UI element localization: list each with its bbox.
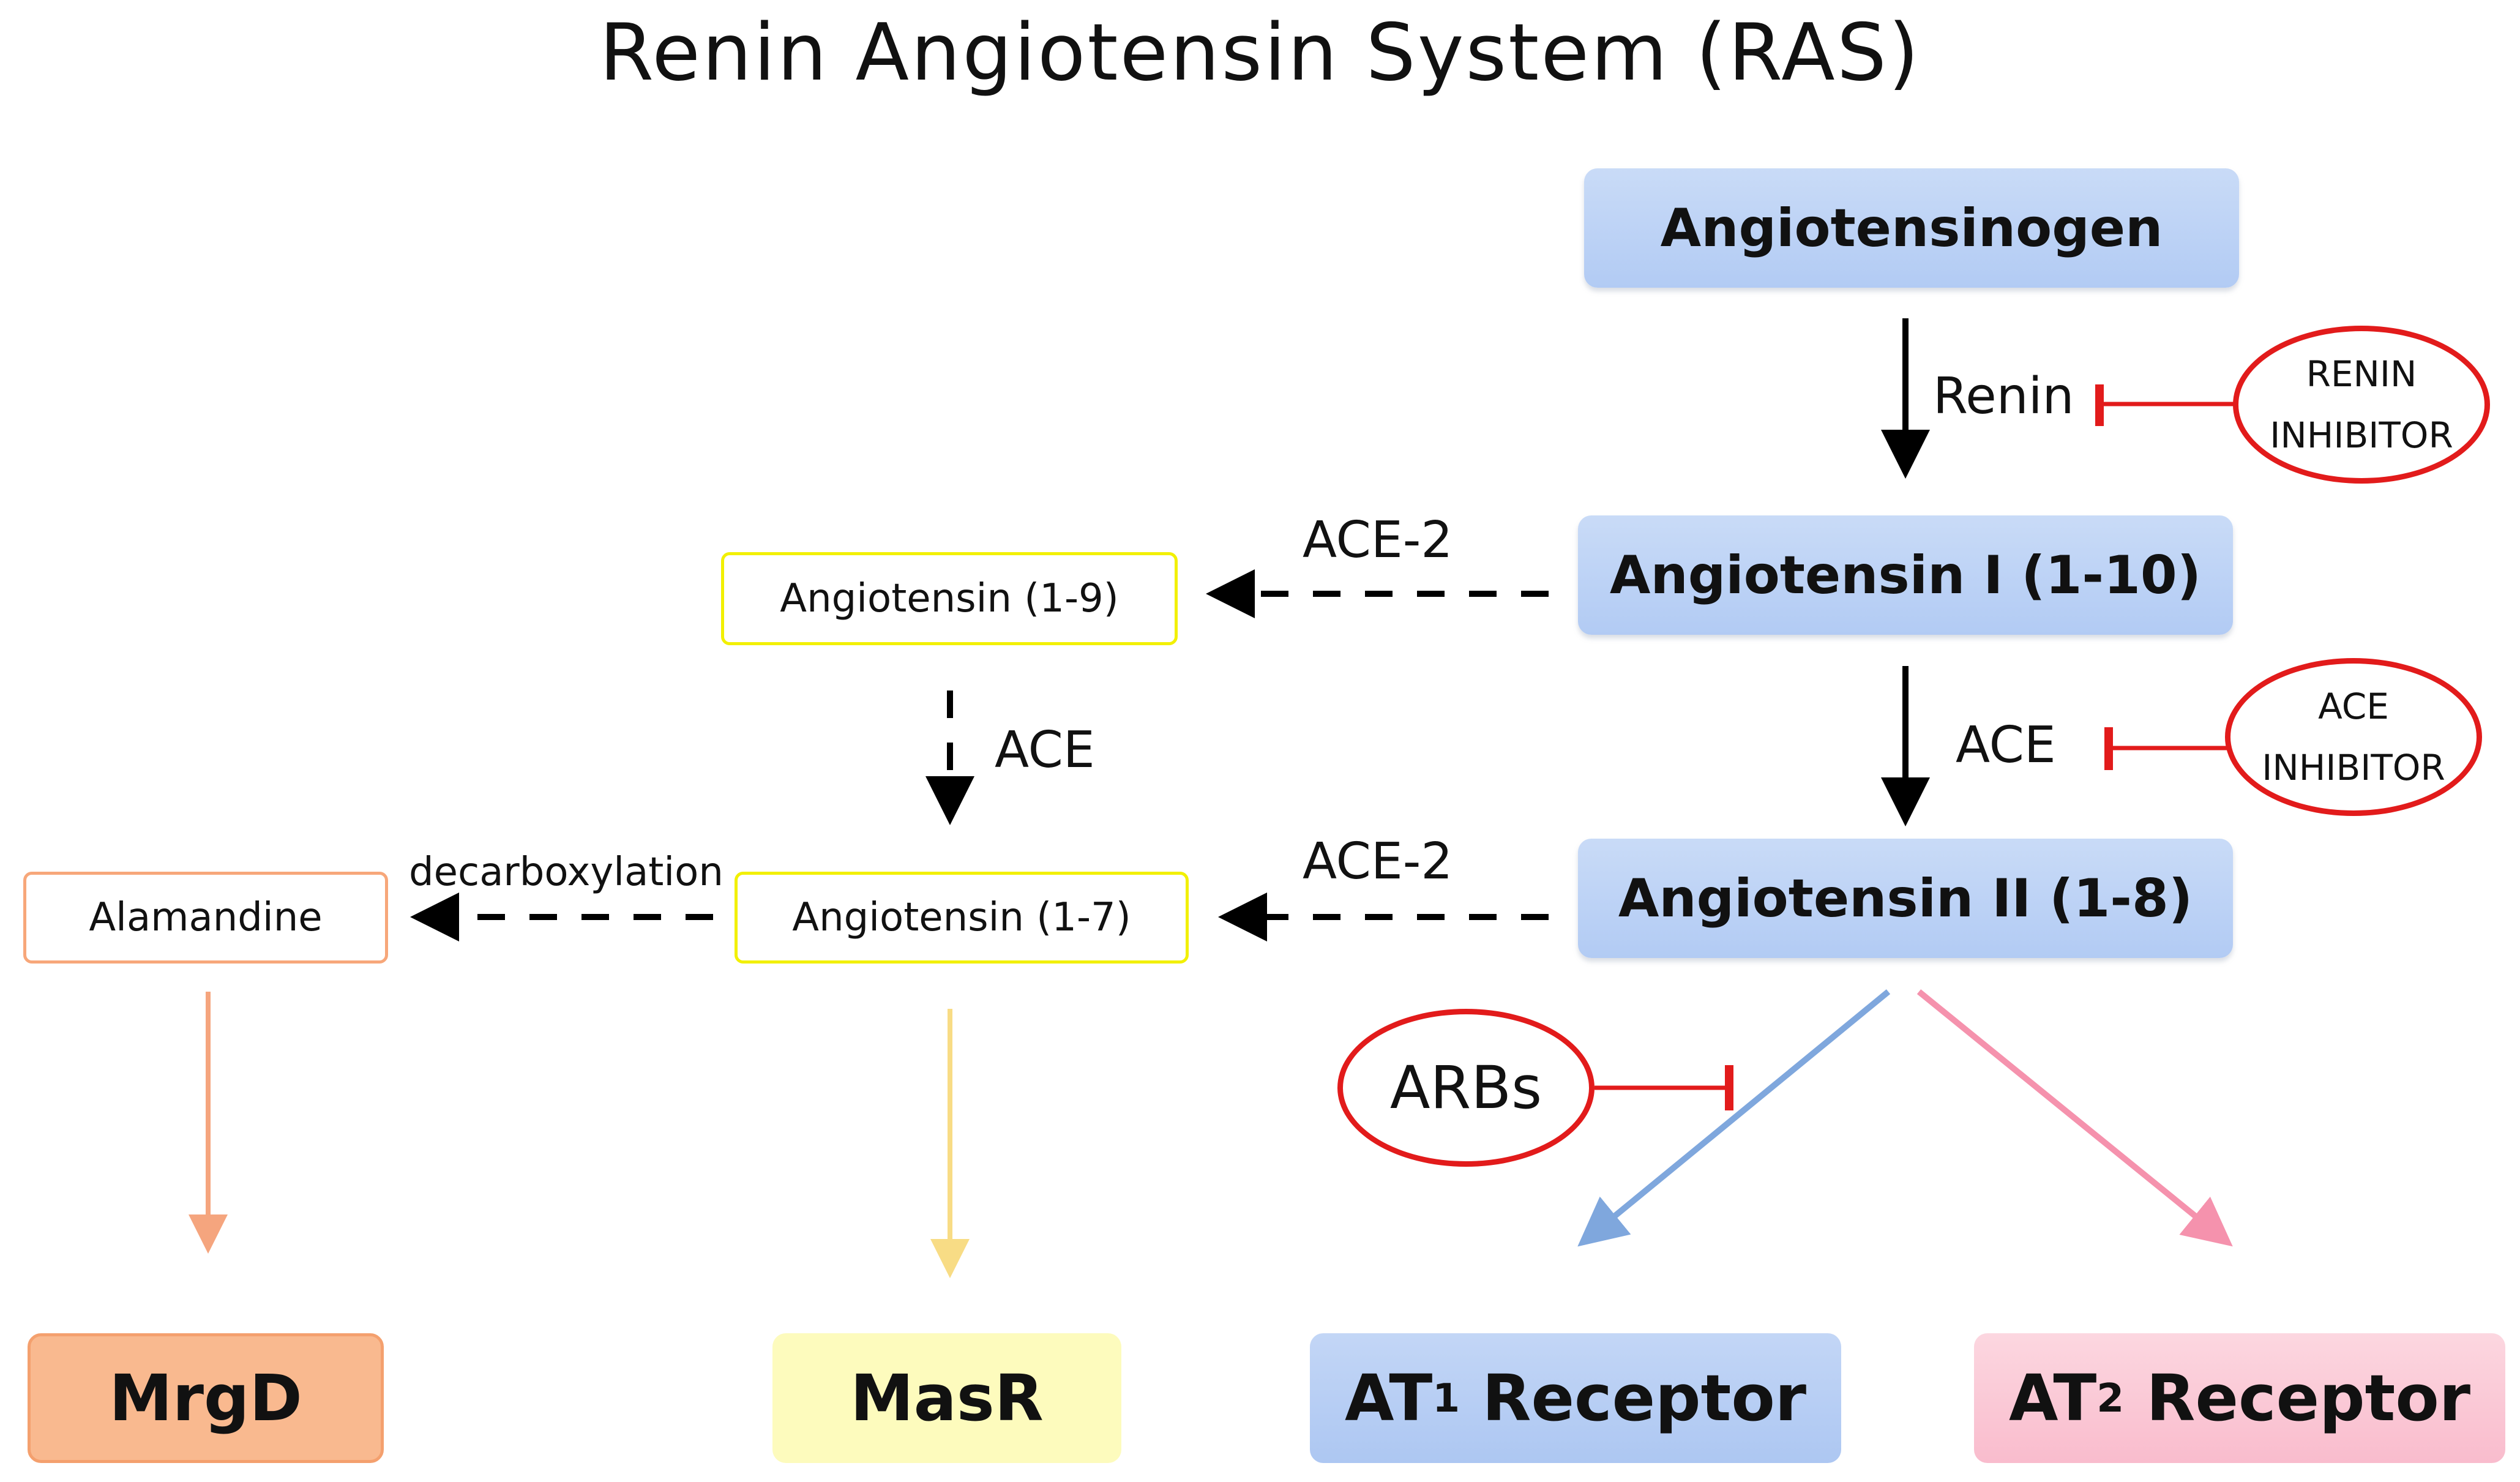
arbs-label: ARBs	[1389, 1053, 1542, 1122]
label-ace-main: ACE	[1956, 716, 2056, 774]
node-angiotensin-1-9: Angiotensin (1-9)	[721, 552, 1178, 645]
ace-inhibitor-line1: ACE	[2318, 686, 2389, 727]
arrow-to-at1	[1577, 989, 1891, 1247]
node-angiotensinogen: Angiotensinogen	[1584, 168, 2239, 288]
node-angiotensin-ii: Angiotensin II (1-8)	[1578, 839, 2233, 958]
label-ace2-top: ACE-2	[1303, 511, 1453, 569]
ace-inhibitor-ellipse: ACE INHIBITOR	[2225, 658, 2482, 816]
renin-inhibitor-line1: RENIN	[2306, 353, 2417, 395]
label-decarboxylation: decarboxylation	[409, 850, 723, 895]
at2-prefix: AT	[2008, 1361, 2097, 1435]
label-renin: Renin	[1933, 367, 2074, 425]
at1-prefix: AT	[1344, 1361, 1433, 1435]
node-angiotensin-1-7: Angiotensin (1-7)	[735, 872, 1189, 964]
arrow-to-at2	[1916, 989, 2233, 1247]
node-alamandine: Alamandine	[23, 872, 388, 964]
receptor-masr: MasR	[772, 1333, 1121, 1463]
at1-suffix: Receptor	[1460, 1361, 1807, 1435]
node-angiotensin-i: Angiotensin I (1-10)	[1578, 515, 2233, 635]
at2-subscript: 2	[2096, 1375, 2125, 1421]
ace-inhibitor-line2: INHIBITOR	[2262, 747, 2445, 788]
at1-subscript: 1	[1432, 1375, 1460, 1421]
label-ace-side: ACE	[995, 721, 1095, 779]
arbs-ellipse: ARBs	[1337, 1009, 1595, 1167]
at2-suffix: Receptor	[2124, 1361, 2471, 1435]
renin-inhibitor-line2: INHIBITOR	[2270, 414, 2453, 456]
label-ace2-bottom: ACE-2	[1303, 833, 1453, 891]
diagram-title: Renin Angiotensin System (RAS)	[599, 7, 1921, 99]
receptor-mrgd: MrgD	[28, 1333, 384, 1463]
renin-inhibitor-ellipse: RENIN INHIBITOR	[2233, 326, 2490, 484]
